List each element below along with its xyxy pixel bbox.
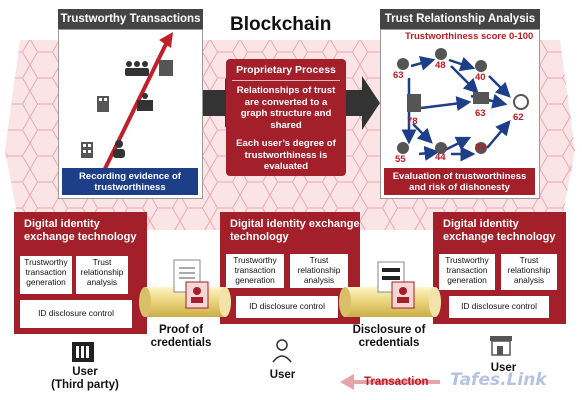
watermark: Tafes.Link <box>450 370 547 390</box>
score-node-3: 40 <box>475 72 486 83</box>
trustworthy-transactions-header: Trustworthy Transactions <box>58 9 203 29</box>
transactions-illustration <box>81 32 173 186</box>
user-label: User <box>269 369 296 381</box>
trust-graph <box>397 48 529 162</box>
trustworthy-transactions-panel: Recording evidence of trustworthiness <box>58 29 203 199</box>
score-node-4: 78 <box>407 116 418 127</box>
did-box-user-right: Digital identity exchange technology Tru… <box>433 212 566 324</box>
did-item-disclosure: ID disclosure control <box>236 296 338 318</box>
did-title: Digital identity exchange technology <box>24 218 137 243</box>
building-icon <box>97 96 109 112</box>
did-item-disclosure: ID disclosure control <box>449 296 549 318</box>
page-title: Blockchain <box>230 14 332 35</box>
proprietary-process-box: Proprietary Process Relationships of tru… <box>226 59 346 176</box>
recording-caption: Recording evidence of trustworthiness <box>62 168 198 195</box>
office-icon <box>137 93 153 111</box>
user-right-label: User <box>490 362 517 374</box>
process-header: Proprietary Process <box>236 64 336 76</box>
score-node-9: 38 <box>475 142 486 153</box>
person-icon <box>113 140 125 158</box>
did-title: Digital identity exchange technology <box>443 218 556 243</box>
did-title: Digital identity exchange technology <box>230 218 360 243</box>
did-box-user: Digital identity exchange technology Tru… <box>220 212 360 324</box>
score-range-title: Trustworthiness score 0-100 <box>405 31 534 42</box>
graph-node-icons <box>397 48 529 154</box>
did-item-analysis: Trust relationship analysis <box>501 254 557 290</box>
disclosure-of-credentials-label: Disclosure of credentials <box>352 324 426 349</box>
did-item-analysis: Trust relationship analysis <box>76 256 128 294</box>
building-icon <box>159 60 173 76</box>
did-item-disclosure: ID disclosure control <box>20 300 132 328</box>
trust-analysis-panel: 63 48 40 78 63 62 55 44 38 Evaluation of… <box>380 29 540 199</box>
group-icon <box>125 61 149 76</box>
proof-of-credentials-label: Proof of credentials <box>150 324 212 349</box>
did-item-generation: Trustworthy transaction generation <box>439 254 495 290</box>
did-box-third-party: Digital identity exchange technology Tru… <box>14 212 147 334</box>
trust-edges <box>401 56 511 162</box>
user-third-party-label: User (Third party) <box>51 366 119 391</box>
arrow-to-analysis <box>345 76 380 130</box>
process-text-graph: Relationships of trust are converted to … <box>236 85 336 131</box>
did-item-generation: Trustworthy transaction generation <box>226 254 284 288</box>
score-node-8: 44 <box>435 152 446 163</box>
evaluation-caption: Evaluation of trustworthiness and risk o… <box>384 168 535 195</box>
score-node-2: 48 <box>435 60 446 71</box>
process-text-evaluate: Each user’s degree of trustworthiness is… <box>236 138 336 172</box>
did-item-generation: Trustworthy transaction generation <box>20 256 72 294</box>
score-node-5: 63 <box>475 108 486 119</box>
trust-analysis-header: Trust Relationship Analysis <box>380 9 540 29</box>
building-icon <box>81 142 93 158</box>
score-node-1: 63 <box>393 70 404 81</box>
did-item-analysis: Trust relationship analysis <box>290 254 348 288</box>
score-node-6: 62 <box>513 112 524 123</box>
score-node-7: 55 <box>395 154 406 165</box>
transaction-label: Transaction <box>364 376 429 388</box>
